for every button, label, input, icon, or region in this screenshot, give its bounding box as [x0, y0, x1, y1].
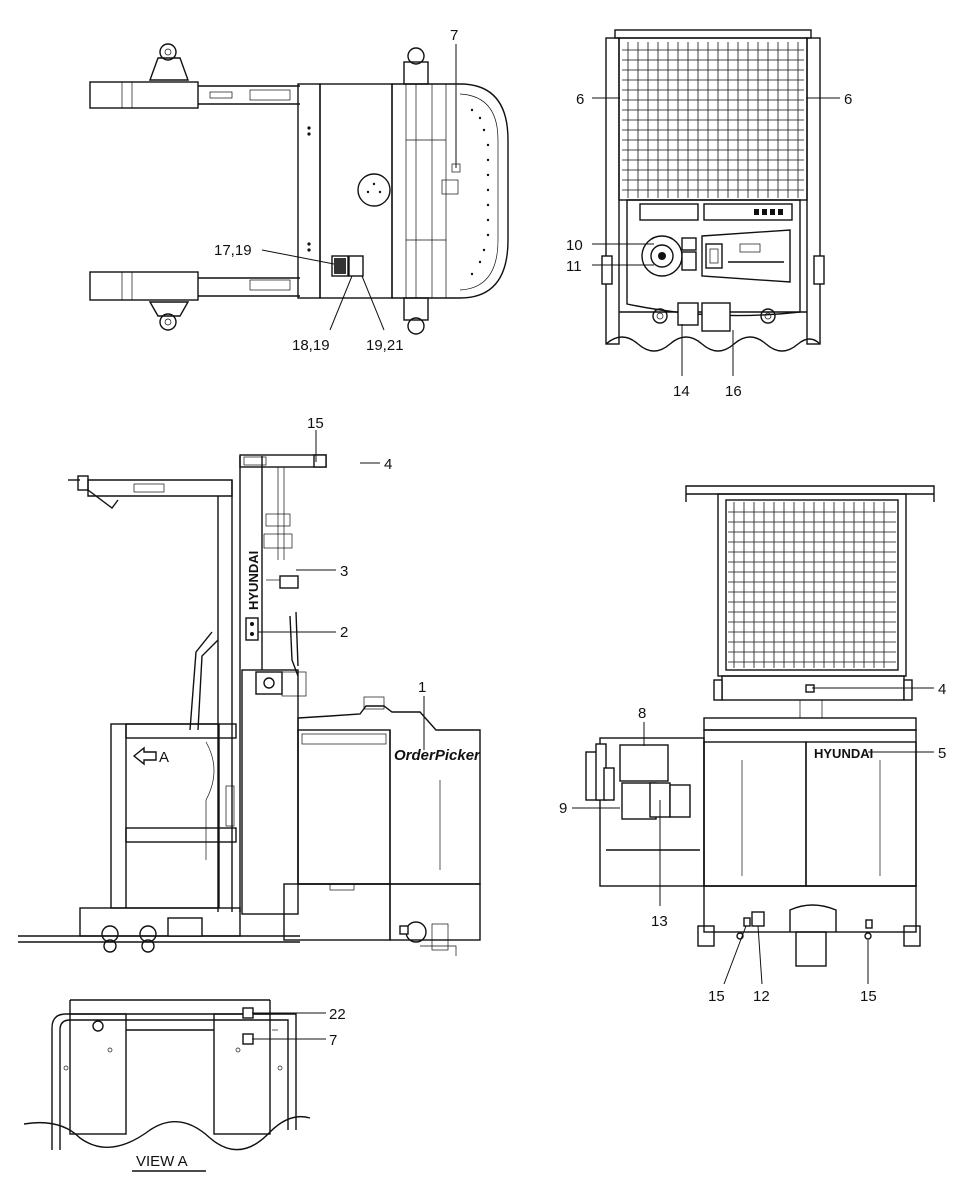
callout-8: 8	[638, 705, 646, 722]
callout-4-side: 4	[384, 456, 392, 473]
side-view: HYUNDAI A OrderPicker	[18, 454, 481, 956]
top-plan-view	[89, 43, 509, 335]
callout-7-plan: 7	[450, 27, 458, 44]
callout-4-rear: 4	[938, 681, 946, 698]
side-model-text: OrderPicker	[394, 747, 481, 764]
callout-2: 2	[340, 624, 348, 641]
callout-7-view-a: 7	[329, 1032, 337, 1049]
callout-14: 14	[673, 383, 690, 400]
leader-lines	[252, 44, 934, 1040]
callout-16: 16	[725, 383, 742, 400]
front-view	[601, 29, 825, 352]
callout-18-19: 18,19	[292, 337, 330, 354]
callout-3: 3	[340, 563, 348, 580]
callout-15-side: 15	[307, 415, 324, 432]
callout-10: 10	[566, 237, 583, 254]
view-a-title: VIEW A	[136, 1153, 188, 1170]
callout-15-rear-left: 15	[708, 988, 725, 1005]
callout-1: 1	[418, 679, 426, 696]
callout-5: 5	[938, 745, 946, 762]
callout-11: 11	[566, 258, 582, 275]
callout-19-21: 19,21	[366, 337, 404, 354]
callout-labels: 7 17,19 18,19 19,21 6 6 10 11 14 16 15 4…	[214, 27, 946, 1049]
mast-brand-text: HYUNDAI	[246, 551, 261, 610]
callout-22: 22	[329, 1006, 346, 1023]
view-a-detail: VIEW A	[23, 999, 311, 1172]
callout-13: 13	[651, 913, 668, 930]
callout-9: 9	[559, 800, 567, 817]
callout-6-right: 6	[844, 91, 852, 108]
callout-12: 12	[753, 988, 770, 1005]
callout-17-19: 17,19	[214, 242, 252, 259]
rear-view: HYUNDAI	[585, 485, 935, 967]
view-arrow-label: A	[159, 749, 169, 766]
callout-6-left: 6	[576, 91, 584, 108]
rear-brand-text: HYUNDAI	[814, 746, 873, 761]
callout-15-rear-right: 15	[860, 988, 877, 1005]
